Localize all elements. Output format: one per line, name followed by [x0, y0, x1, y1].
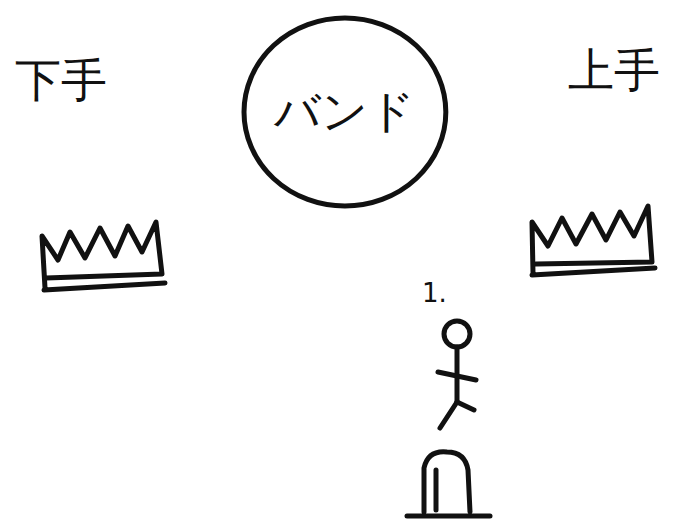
band-circle: バンド: [241, 15, 449, 209]
crown-left: [42, 222, 165, 290]
microphone-stand: [407, 452, 490, 516]
stage-left-label: 下手: [15, 50, 107, 112]
stick-figure: [438, 321, 476, 428]
callout-number: 1.: [422, 278, 447, 308]
crown-right: [532, 206, 655, 275]
stage-right-label: 上手: [568, 40, 660, 102]
node-text: バンド: [274, 81, 415, 143]
